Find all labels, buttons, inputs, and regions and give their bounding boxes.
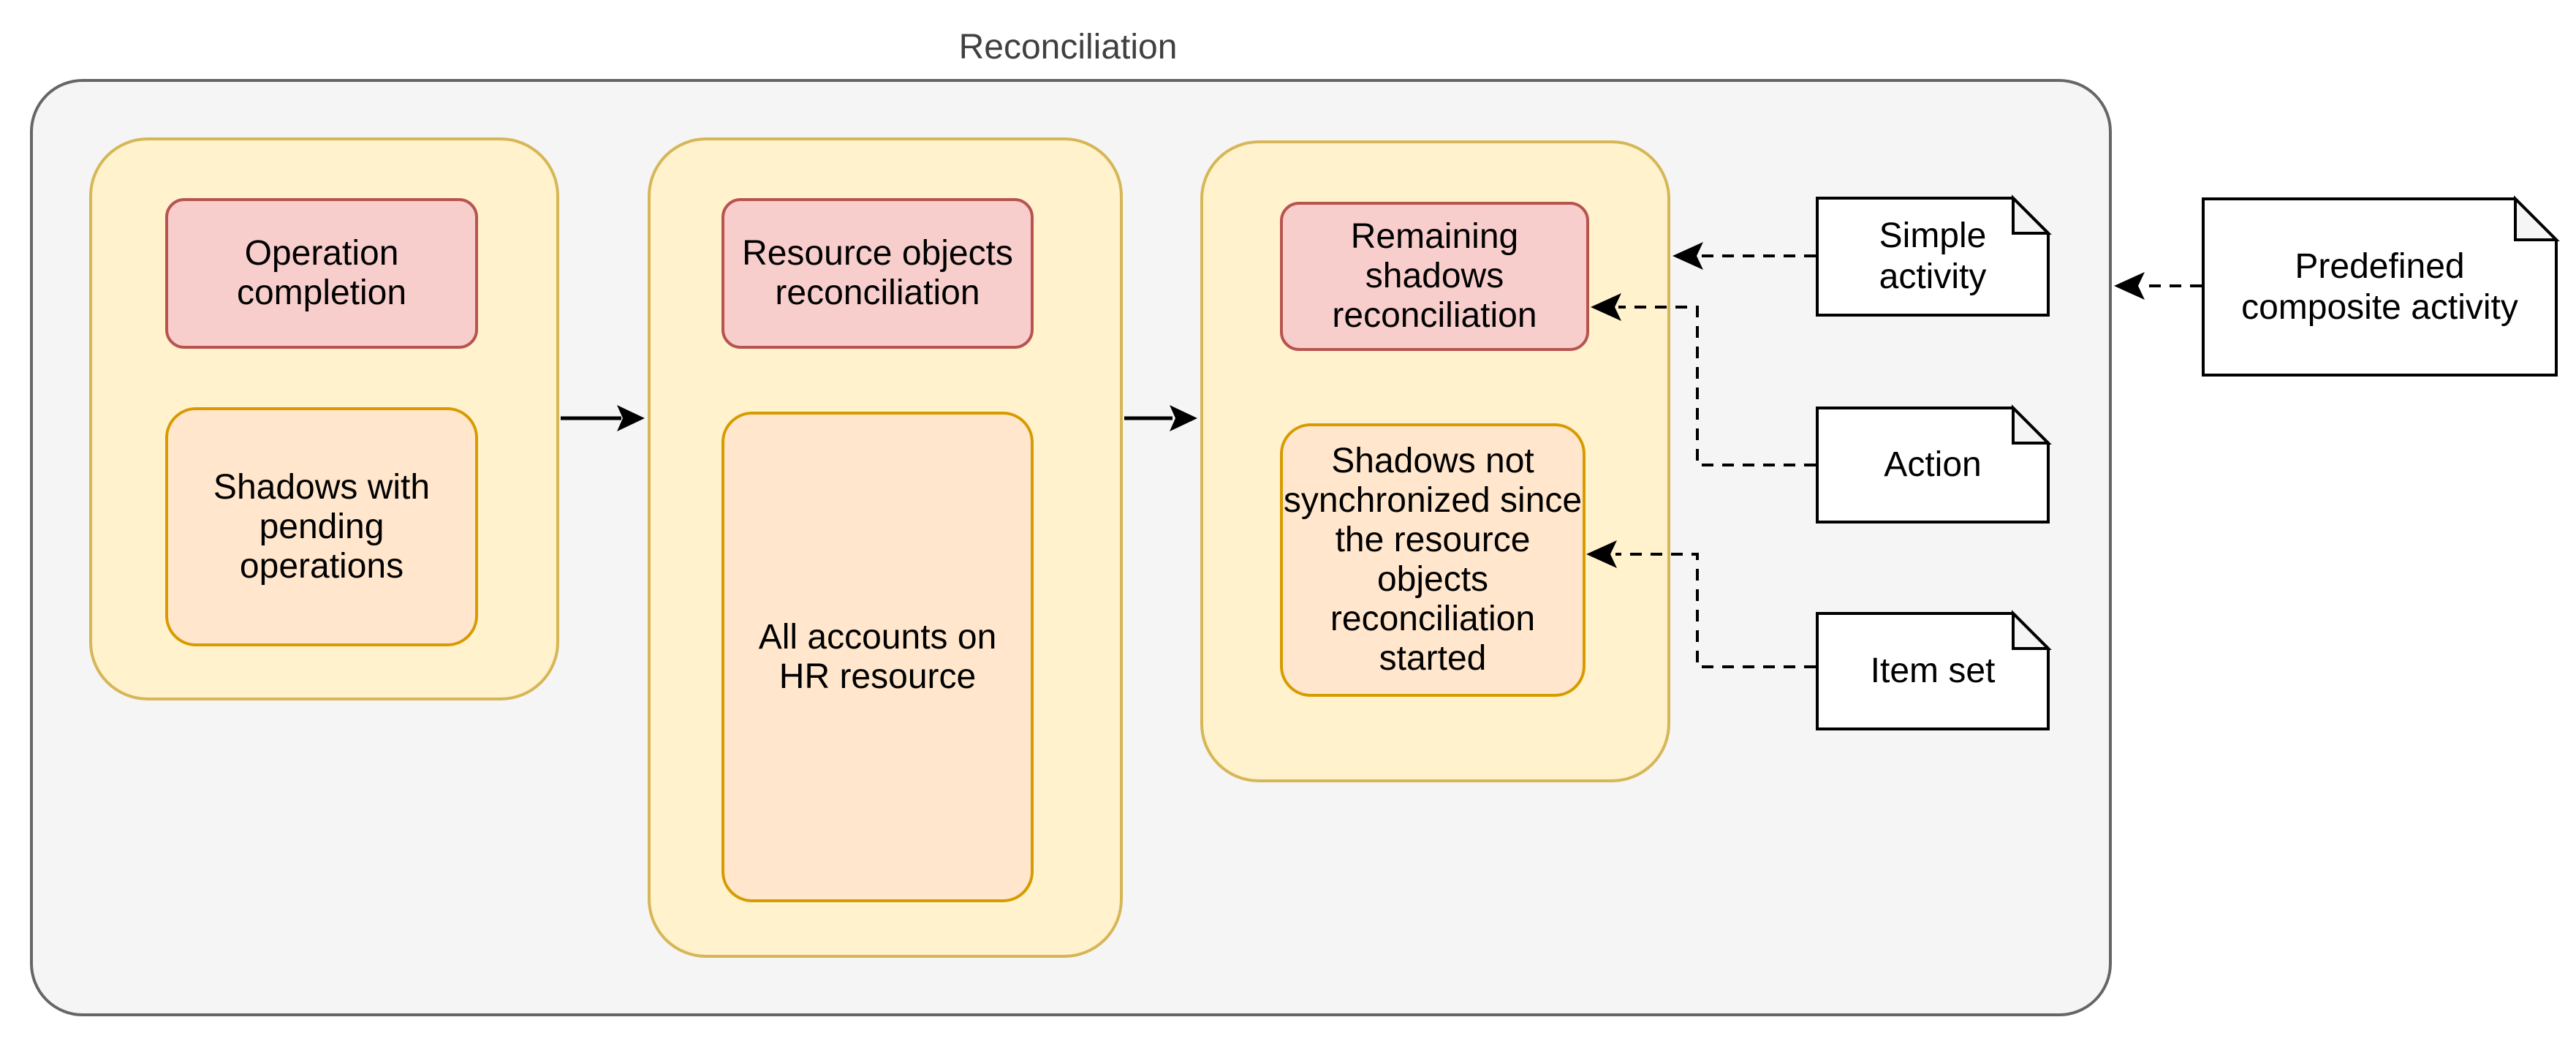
activity-label: Remaining shadows reconciliation xyxy=(1332,217,1537,335)
note-outline xyxy=(1816,407,2050,524)
note-label: Action xyxy=(1884,445,1982,484)
note-outline xyxy=(1816,612,2050,730)
note-simple-activity: Simple activity xyxy=(1816,194,2052,317)
item-set-box-shadows-not-synced: Shadows not synchronized since the resou… xyxy=(1280,423,1586,697)
item-set-label: All accounts on HR resource xyxy=(758,617,997,696)
activity-label: Resource objects reconciliation xyxy=(742,234,1013,312)
activity-box-remaining-shadows: Remaining shadows reconciliation xyxy=(1280,202,1589,351)
note-label: Item set xyxy=(1870,651,1996,690)
phase-group-remaining-shadows: Remaining shadows reconciliation Shadows… xyxy=(1200,140,1670,782)
item-set-box-shadows-pending: Shadows with pending operations xyxy=(165,407,478,646)
phase-group-resource-objects: Resource objects reconciliation All acco… xyxy=(648,137,1123,958)
folded-corner-icon xyxy=(2012,610,2052,650)
note-shape xyxy=(1816,610,2052,730)
note-shape xyxy=(2202,195,2560,377)
note-item-set: Item set xyxy=(1816,610,2052,730)
item-set-label: Shadows not synchronized since the resou… xyxy=(1283,442,1583,678)
activity-label: Operation completion xyxy=(236,234,407,312)
diagram-title: Reconciliation xyxy=(958,28,1178,67)
note-outline xyxy=(2202,197,2558,377)
note-label: Simple activity xyxy=(1879,216,1987,296)
folded-corner-icon xyxy=(2514,195,2560,241)
arrowhead-predefined xyxy=(2114,272,2145,300)
note-shape xyxy=(1816,404,2052,524)
item-set-label: Shadows with pending operations xyxy=(213,467,431,586)
folded-corner-icon xyxy=(2012,404,2052,445)
folded-corner-icon xyxy=(2012,194,2052,235)
note-outline xyxy=(1816,197,2050,317)
note-label: Predefined composite activity xyxy=(2241,246,2518,327)
activity-box-operation-completion: Operation completion xyxy=(165,198,478,349)
item-set-box-all-accounts: All accounts on HR resource xyxy=(721,412,1034,902)
activity-box-resource-objects: Resource objects reconciliation xyxy=(721,198,1034,349)
note-shape xyxy=(1816,194,2052,317)
note-action: Action xyxy=(1816,404,2052,524)
note-predefined-composite-activity: Predefined composite activity xyxy=(2202,195,2560,377)
phase-group-operation-completion: Operation completion Shadows with pendin… xyxy=(89,137,559,700)
